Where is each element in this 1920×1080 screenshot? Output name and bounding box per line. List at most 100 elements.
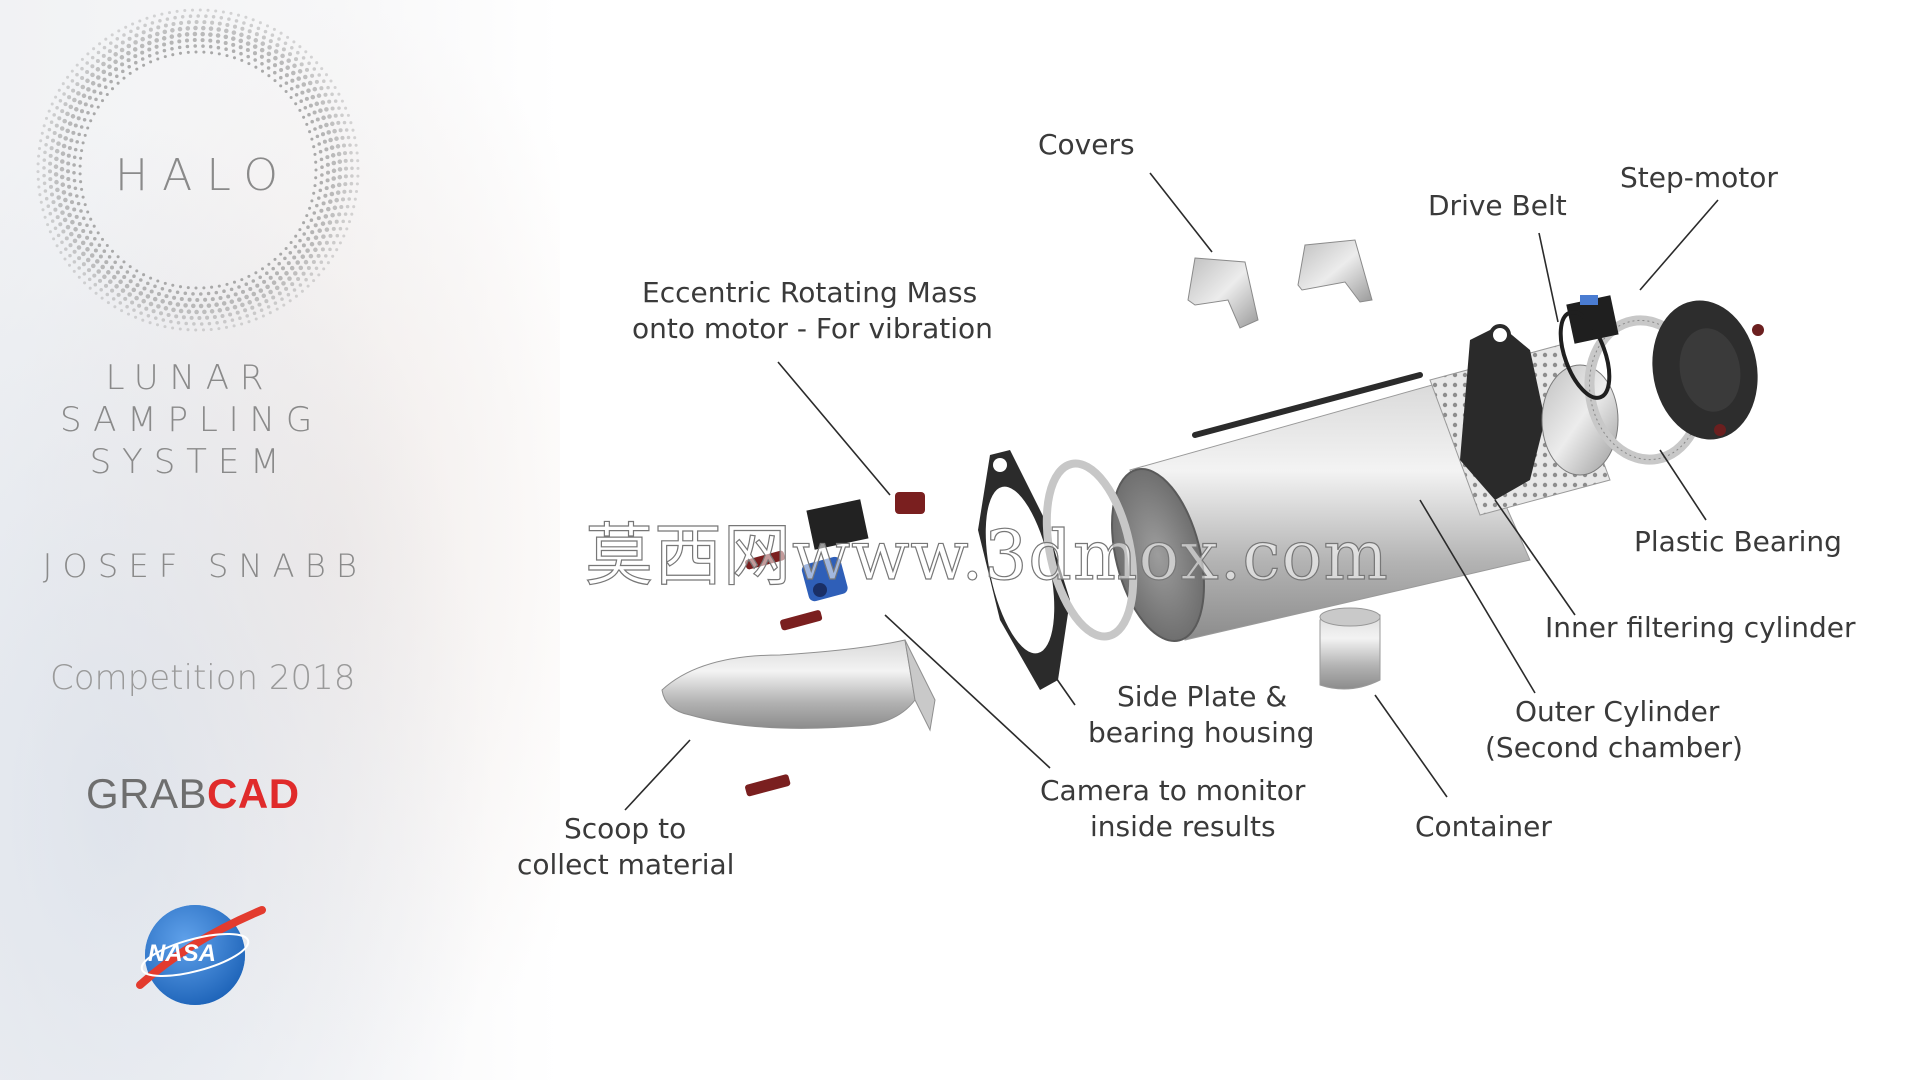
halo-dot [57,88,61,92]
halo-dot [324,147,329,152]
halo-dot [109,79,113,84]
halo-dot [314,79,319,84]
halo-dot [215,39,221,44]
halo-dot [335,233,340,238]
halo-dot [251,291,257,297]
halo-dot [356,166,360,170]
halo-dot [177,26,183,32]
halo-dot [312,86,318,92]
halo-dot [80,57,84,61]
halo-dot [300,90,305,95]
system-title-line-3: SYSTEM [89,442,291,482]
label-inner-filtering-cylinder: Inner filtering cylinder [1545,611,1856,644]
halo-dot [54,179,59,185]
halo-dot [191,303,196,309]
halo-dot [65,169,71,174]
halo-dot [88,286,92,290]
halo-dot [122,33,126,37]
halo-dot [62,217,68,223]
halo-dot [134,295,139,301]
halo-dot [295,260,300,265]
halo-dot [239,51,243,56]
halo-dot [108,72,113,77]
halo-dot [331,226,336,231]
halo-dot [304,67,310,72]
halo-dot [103,85,108,89]
label-container: Container [1415,810,1552,843]
halo-dot [268,39,273,44]
halo-dot [248,286,253,292]
halo-dot [82,272,87,276]
halo-dot [97,278,103,283]
halo-dot [332,240,336,245]
halo-dot [166,312,171,318]
halo-dot [134,315,138,319]
halo-dot [61,190,67,195]
halo-dot [81,228,86,234]
halo-dot [85,257,91,263]
halo-dot [280,266,286,271]
halo-dot [300,254,306,259]
halo-dot [115,74,119,79]
halo-dot [267,262,271,266]
halo-dot [199,292,203,296]
halo-dot [83,133,87,137]
halo-dot [136,26,140,30]
halo-dot [337,106,341,110]
halo-dot [155,51,159,55]
container [1319,607,1381,690]
halo-dot [80,149,84,153]
halo-dot [67,95,72,100]
halo-dot [85,247,90,252]
halo-dot [286,292,291,297]
halo-dot [151,309,156,314]
halo-dot [308,206,312,210]
halo-dot [131,22,135,26]
halo-dot [344,106,348,110]
halo-dot [205,315,210,320]
halo-dot [246,54,250,59]
halo-dot [306,265,311,271]
halo-dot [81,141,85,145]
halo-dot [44,143,48,147]
halo-dot [284,271,289,276]
halo-dot [75,63,79,67]
halo-dot [214,302,219,307]
halo-dot [39,139,43,143]
halo-dot [167,300,173,306]
halo-dot [304,96,309,101]
halo-dot [337,92,341,96]
system-title-line-2: SAMPLING [60,400,324,440]
halo-dot [53,207,58,212]
halo-dot [92,89,97,94]
halo-dot [326,85,330,90]
halo-dot [72,207,77,212]
halo-dot [87,95,92,100]
halo-dot [235,310,240,315]
halo-dot [251,279,256,283]
halo-dot [165,17,170,21]
halo-dot [277,291,282,296]
halo-dot [336,182,342,188]
halo-dot [275,43,280,48]
halo-dot [110,288,115,293]
halo-dot [64,236,69,241]
halo-dot [38,193,42,197]
halo-dot [109,265,115,270]
halo-dot [326,130,331,135]
halo-dot [63,136,68,141]
halo-dot [36,162,40,166]
halo-dot [229,287,234,292]
halo-dot [238,45,243,50]
halo-dot [74,107,79,112]
halo-dot [345,204,350,209]
halo-dot [264,299,269,304]
halo-dot [261,314,265,318]
halo-dot [308,103,313,108]
halo-dot [254,317,258,321]
halo-dot [160,12,164,16]
halo-dot [279,60,284,66]
halo-dot [105,92,109,97]
halo-dot [307,80,313,86]
